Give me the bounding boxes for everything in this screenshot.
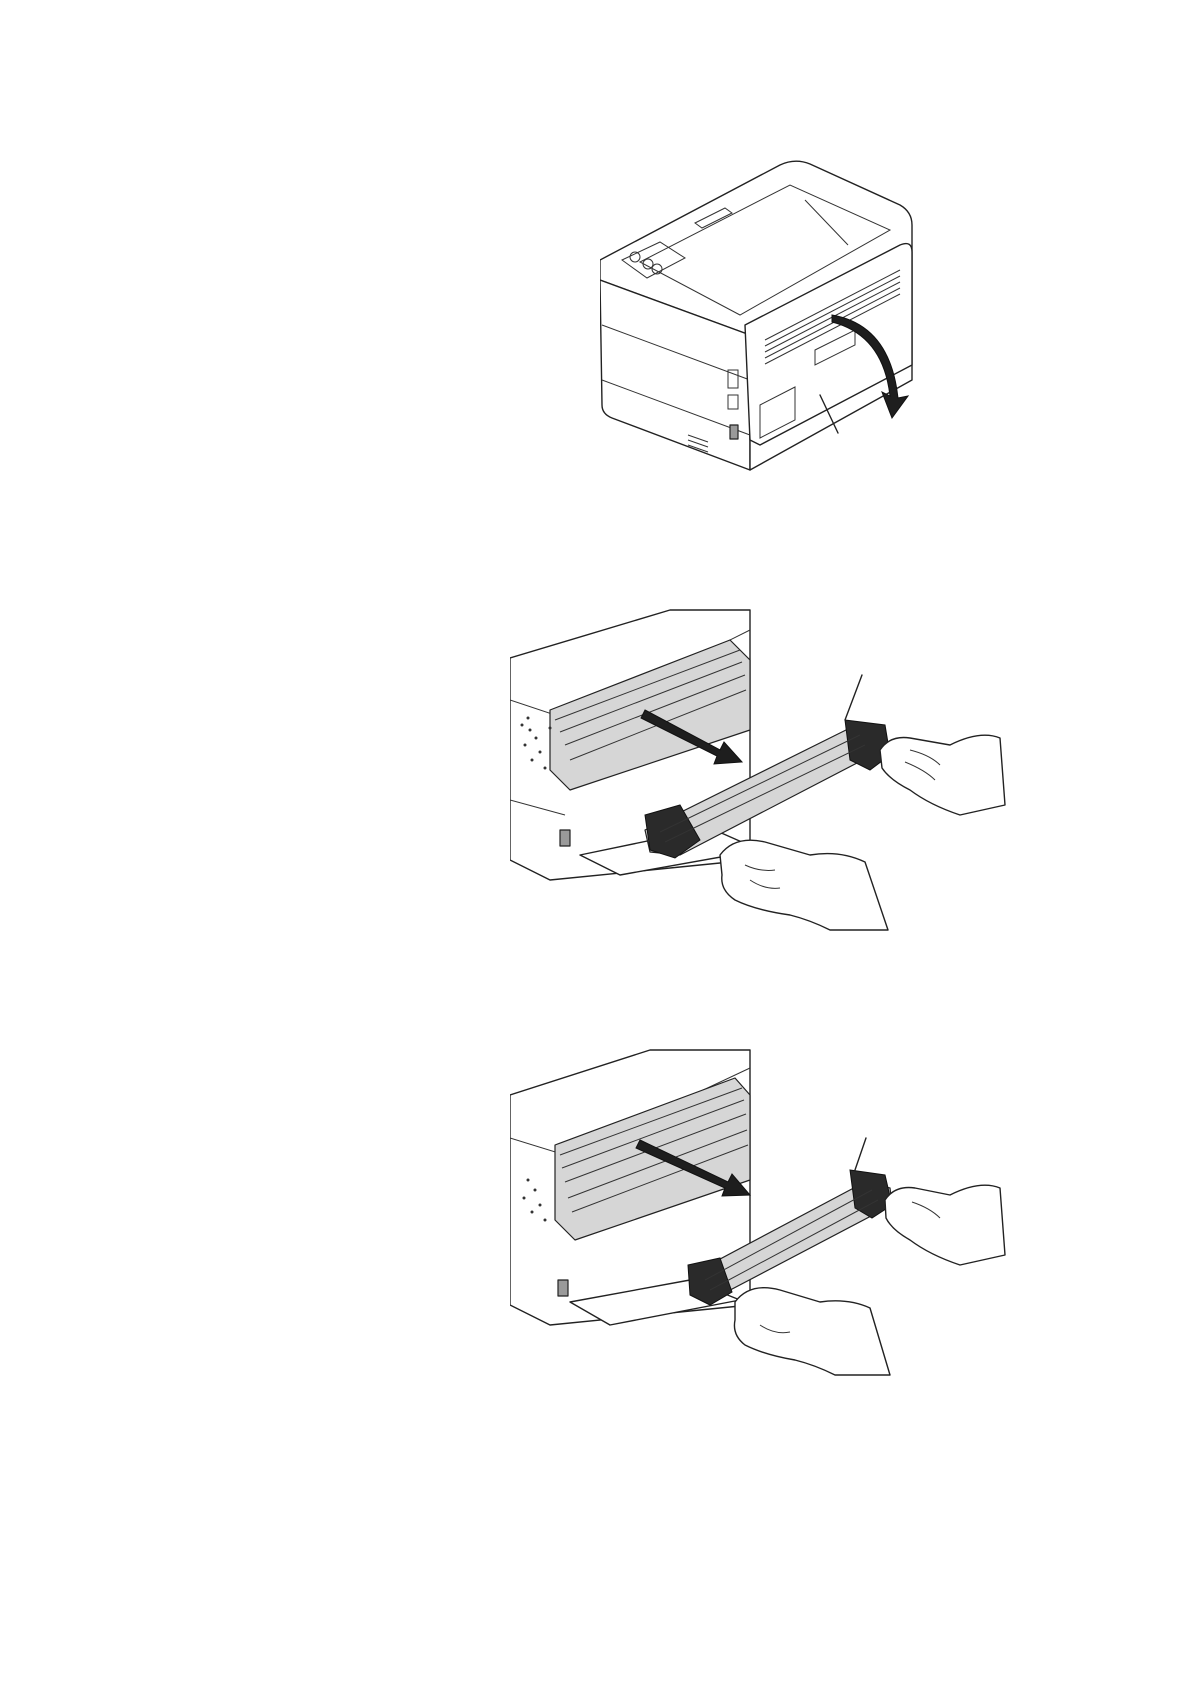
leader-line — [845, 675, 862, 720]
printer-interior-illustration — [510, 1040, 1010, 1380]
leader-line — [855, 1138, 866, 1170]
printer-illustration — [600, 150, 980, 500]
printer-interior-illustration — [510, 600, 1010, 940]
hand-illustration — [885, 1185, 1005, 1265]
figure-rear-cover-open — [600, 150, 980, 500]
figure-transfer-roller-removal-1 — [510, 600, 1010, 940]
hand-illustration — [880, 735, 1005, 815]
figure-transfer-roller-removal-2 — [510, 1040, 1010, 1380]
